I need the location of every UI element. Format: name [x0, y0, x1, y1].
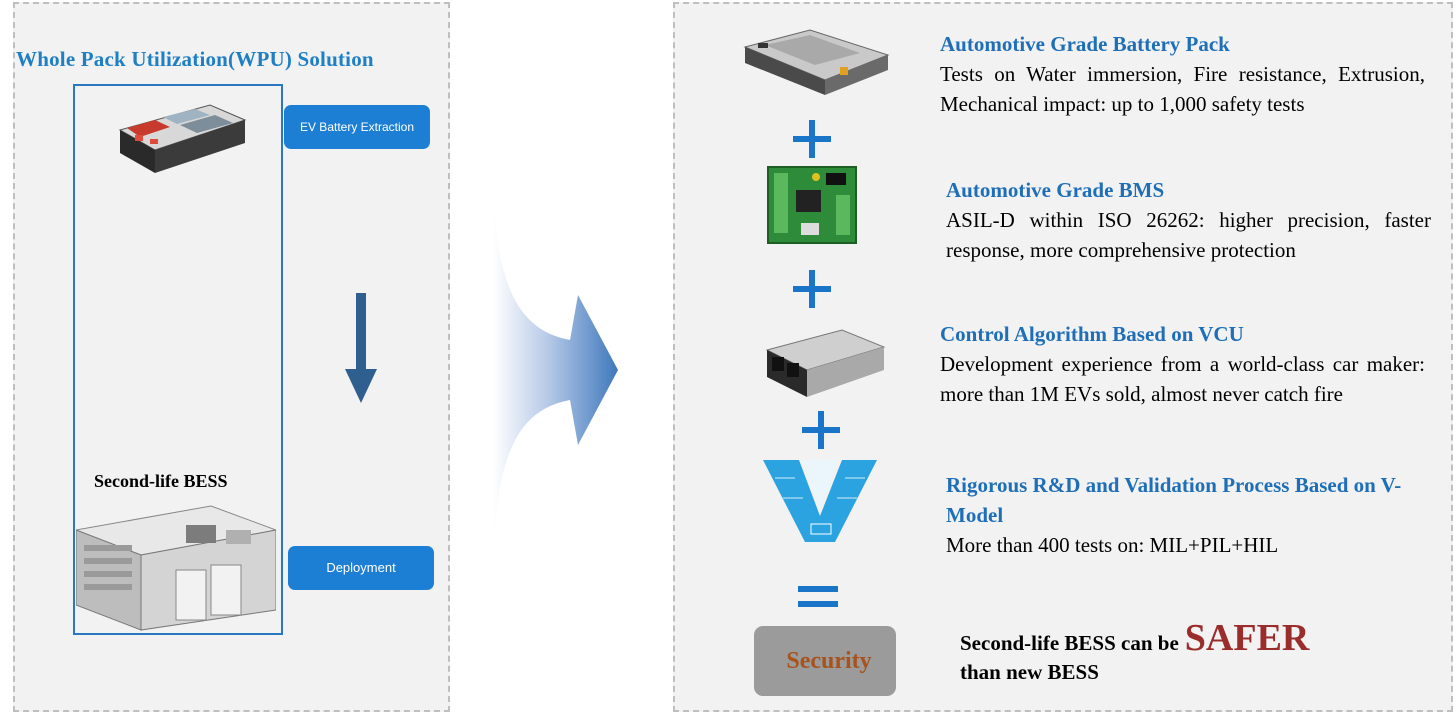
down-arrow-icon [345, 293, 377, 403]
ev-battery-icon [118, 104, 247, 173]
security-badge: Security [754, 626, 896, 696]
battery-pack-icon [743, 29, 890, 95]
v-model-icon [763, 460, 877, 542]
bess-container-icon [76, 505, 276, 631]
feature-2-description: ASIL-D within ISO 26262: higher precisio… [946, 208, 1431, 262]
feature-4-description: More than 400 tests on: MIL+PIL+HIL [946, 533, 1279, 557]
equals-icon [798, 586, 838, 607]
feature-1-heading: Automotive Grade Battery Pack [940, 32, 1230, 56]
deployment-button[interactable]: Deployment [288, 546, 434, 590]
feature-3-heading: Control Algorithm Based on VCU [940, 322, 1244, 346]
feature-4-heading: Rigorous R&D and Validation Process Base… [946, 473, 1402, 527]
conclusion-line-2: than new BESS [960, 660, 1099, 684]
plus-icon [802, 411, 840, 449]
feature-1-description: Tests on Water immersion, Fire resistanc… [940, 62, 1425, 116]
feature-3-description: Development experience from a world-clas… [940, 352, 1425, 406]
plus-icon [793, 120, 831, 158]
conclusion-prefix: Second-life BESS can be [960, 631, 1179, 655]
bms-board-icon [767, 166, 857, 244]
ev-battery-extraction-button[interactable]: EV Battery Extraction [284, 105, 430, 149]
second-life-bess-label: Second-life BESS [94, 471, 228, 491]
wpu-frame [73, 84, 283, 635]
plus-icon [793, 270, 831, 308]
vcu-module-icon [765, 329, 886, 397]
wpu-title: Whole Pack Utilization(WPU) Solution [16, 47, 374, 71]
flow-arrow-icon [493, 195, 618, 550]
feature-2-heading: Automotive Grade BMS [946, 178, 1165, 202]
safer-emphasis: SAFER [1184, 617, 1310, 659]
